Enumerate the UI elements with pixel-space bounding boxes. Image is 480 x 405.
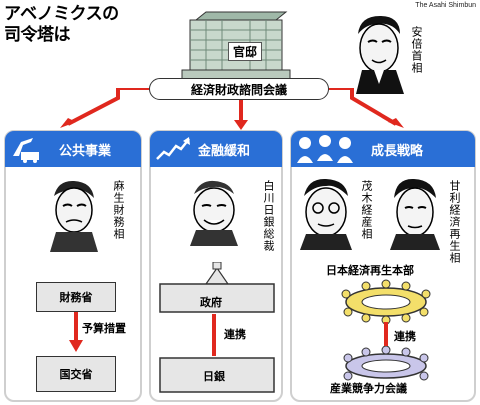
- link-arrow-govt-boj: [212, 314, 216, 356]
- aso-label: 麻生財務相: [112, 180, 125, 240]
- abe-portrait-icon: [356, 16, 404, 94]
- amari-label: 甘利経済再生相: [448, 180, 461, 264]
- aso-portrait-icon: [50, 180, 98, 252]
- title-line-1: アベノミクスの: [4, 4, 119, 24]
- people-group-icon: [297, 135, 353, 163]
- boj-label: 日銀: [203, 370, 225, 383]
- rising-chart-icon: [156, 137, 190, 160]
- shirakawa-portrait-icon: [190, 180, 238, 246]
- column-heading: 公共事業: [59, 143, 112, 159]
- policy-arrows: [60, 88, 404, 130]
- revitalization-hq-label: 日本経済再生本部: [326, 264, 414, 277]
- column-header-growth-strategy: 成長戦略: [291, 131, 475, 167]
- ministry-of-finance-label: 財務省: [59, 291, 93, 304]
- shirakawa-label: 白川日銀総裁: [262, 180, 275, 252]
- kantei-label: 官邸: [228, 42, 263, 61]
- motegi-label: 茂木経産相: [360, 180, 373, 240]
- council-table-icon: [343, 346, 429, 381]
- conference-table-icon: [341, 279, 431, 324]
- crane-icon: [13, 138, 39, 163]
- cooperation-label-1: 連携: [224, 328, 246, 341]
- pm-label: 安倍首相: [410, 26, 423, 74]
- column-header-monetary-easing: 金融緩和: [150, 131, 282, 167]
- credit-label: The Asahi Shimbun: [415, 2, 476, 9]
- title-line-2: 司令塔は: [4, 25, 70, 45]
- diet-building-icon: [159, 262, 275, 313]
- council-box: 経済財政諮問会議: [149, 78, 329, 100]
- budget-arrow: [69, 312, 83, 352]
- boj-building-icon: [159, 357, 275, 393]
- column-heading: 金融緩和: [198, 143, 251, 159]
- cooperation-label-2: 連携: [394, 330, 416, 343]
- budget-measure-label: 予算措置: [82, 322, 126, 335]
- government-label: 政府: [200, 296, 222, 309]
- ministry-of-land-label: 国交省: [59, 368, 93, 381]
- motegi-portrait-icon: [300, 178, 352, 250]
- council-label: 経済財政諮問会議: [190, 82, 287, 97]
- column-header-public-works: 公共事業: [5, 131, 141, 167]
- competitiveness-council-label: 産業競争力会議: [330, 382, 407, 395]
- amari-portrait-icon: [390, 178, 440, 250]
- ministry-of-land-box: 国交省: [36, 356, 116, 392]
- diagram-title: アベノミクスの 司令塔は: [4, 4, 119, 46]
- ministry-of-finance-box: 財務省: [36, 282, 116, 312]
- column-heading: 成長戦略: [371, 143, 424, 159]
